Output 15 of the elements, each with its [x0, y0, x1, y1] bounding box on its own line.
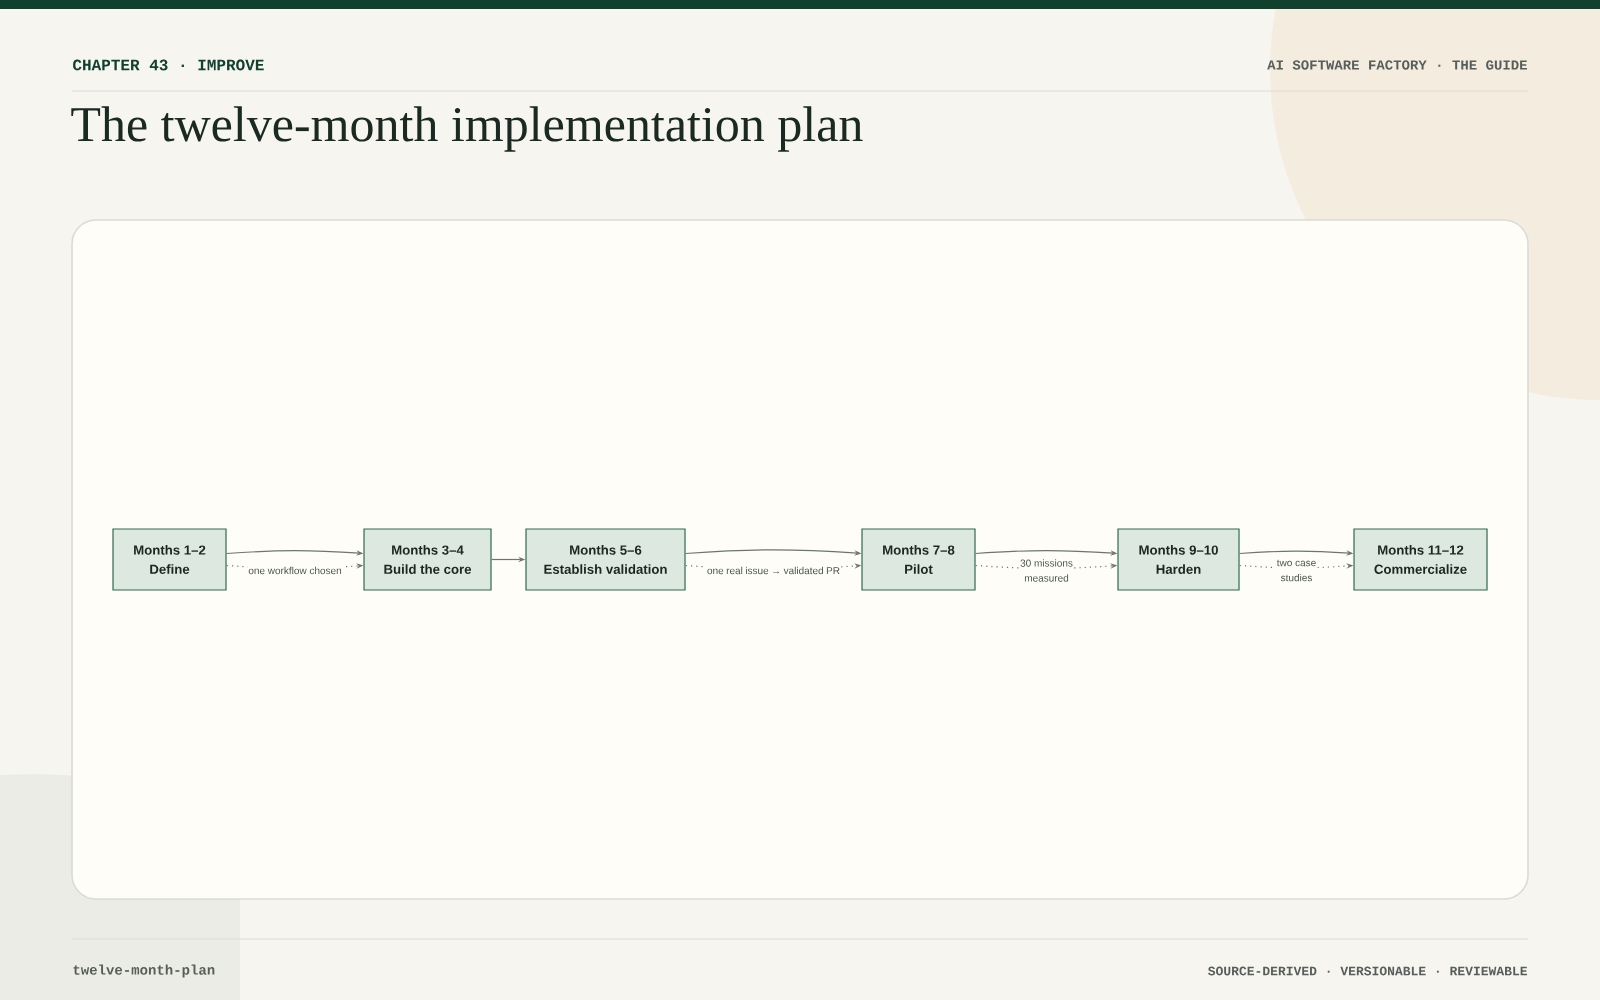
phase-box: Months 5–6 Establish validation	[525, 528, 686, 591]
slide-name: twelve-month-plan	[73, 964, 215, 978]
phase-box: Months 7–8 Pilot	[861, 528, 976, 591]
phase-box: Months 1–2 Define	[112, 528, 227, 591]
edge-label: one real issue → validated PR	[707, 566, 840, 575]
edge-label: one workflow chosen	[248, 566, 342, 575]
phase-box: Months 3–4 Build the core	[363, 528, 492, 591]
footer-tagline: SOURCE-DERIVED · VERSIONABLE · REVIEWABLE	[1208, 966, 1528, 976]
chapter-label: CHAPTER 43 · IMPROVE	[73, 59, 264, 71]
edge-label: 30 missions measured	[1020, 559, 1073, 582]
guide-label: AI SOFTWARE FACTORY · THE GUIDE	[1267, 60, 1527, 70]
title: The twelve-month implementation plan	[71, 106, 863, 152]
phase-box: Months 11–12 Commercialize	[1353, 528, 1488, 591]
phase-box: Months 9–10 Harden	[1117, 528, 1240, 591]
edge-label: two case studies	[1276, 559, 1316, 582]
